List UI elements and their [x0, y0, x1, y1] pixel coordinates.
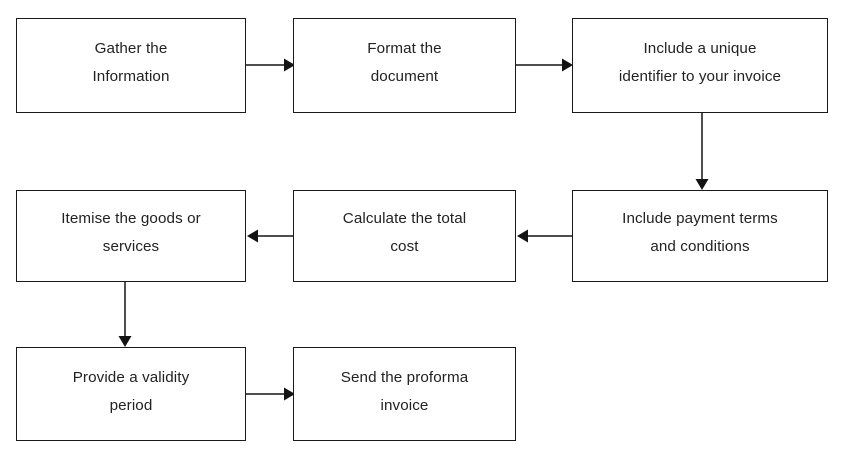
flow-node-label: Include payment terms and conditions — [622, 210, 778, 255]
arrow-gather-to-format — [246, 58, 295, 72]
arrow-payment-to-calculate — [517, 229, 572, 243]
flow-node-provide-validity-period[interactable]: Provide a validity period — [16, 347, 246, 441]
arrow-identifier-to-payment — [695, 113, 709, 190]
flow-node-label: Gather the Information — [92, 40, 170, 85]
flow-node-format-document[interactable]: Format the document — [293, 18, 516, 113]
flow-node-label: Send the proforma invoice — [340, 369, 469, 414]
flow-node-label: Calculate the total cost — [342, 210, 467, 255]
arrow-validity-to-send — [246, 387, 295, 401]
flow-node-include-payment-terms[interactable]: Include payment terms and conditions — [572, 190, 828, 282]
flow-node-label: Provide a validity period — [72, 369, 190, 414]
arrow-itemise-to-validity — [118, 282, 132, 347]
flow-node-label: Format the document — [367, 40, 442, 85]
flow-node-send-proforma-invoice[interactable]: Send the proforma invoice — [293, 347, 516, 441]
flow-node-calculate-total-cost[interactable]: Calculate the total cost — [293, 190, 516, 282]
flow-node-gather-information[interactable]: Gather the Information — [16, 18, 246, 113]
flow-node-itemise-goods-services[interactable]: Itemise the goods or services — [16, 190, 246, 282]
flow-node-label: Include a unique identifier to your invo… — [618, 40, 782, 85]
flow-node-include-unique-identifier[interactable]: Include a unique identifier to your invo… — [572, 18, 828, 113]
arrow-calculate-to-itemise — [247, 229, 293, 243]
arrow-format-to-identifier — [516, 58, 573, 72]
flow-node-label: Itemise the goods or services — [61, 210, 201, 255]
